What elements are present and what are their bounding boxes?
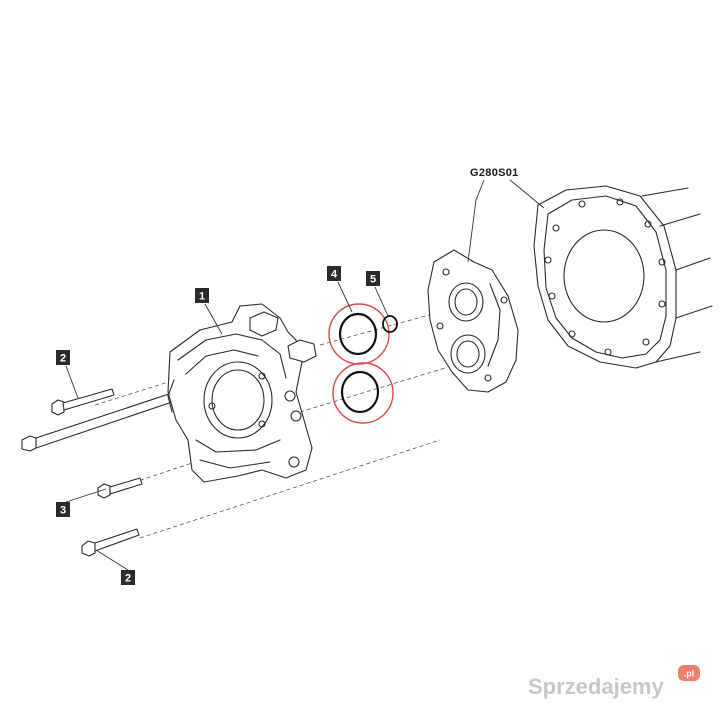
o-ring-lower — [332, 362, 394, 424]
bolt-upper — [51, 388, 115, 416]
callout-2-upper: 2 — [56, 350, 70, 365]
svg-text:1: 1 — [199, 291, 205, 303]
leader-lines — [65, 179, 545, 571]
o-ring-small — [382, 315, 398, 333]
reference-code: G280S01 — [470, 167, 519, 179]
svg-text:4: 4 — [331, 269, 338, 281]
svg-text:3: 3 — [60, 505, 66, 517]
callout-2-lower: 2 — [121, 570, 135, 585]
bolt-short — [97, 477, 143, 499]
watermark-badge: .pl — [684, 669, 695, 679]
watermark: Sprzedajemy .pl — [528, 665, 700, 699]
o-ring-upper — [328, 303, 390, 365]
watermark-badge-icon — [678, 665, 700, 681]
housing-part-1 — [167, 303, 317, 483]
svg-text:2: 2 — [125, 573, 131, 585]
callout-1: 1 — [195, 288, 209, 303]
bolt-long-rod — [21, 391, 179, 452]
watermark-text: Sprzedajemy — [528, 674, 664, 699]
bolt-lower — [81, 528, 140, 557]
adapter-plate — [427, 249, 519, 393]
callout-4: 4 — [327, 266, 341, 281]
callout-3: 3 — [56, 502, 70, 517]
svg-text:5: 5 — [370, 274, 376, 286]
transmission-case — [533, 185, 713, 369]
assembly-axis-lines — [94, 311, 446, 539]
svg-text:2: 2 — [60, 353, 66, 365]
callout-5: 5 — [366, 271, 380, 286]
